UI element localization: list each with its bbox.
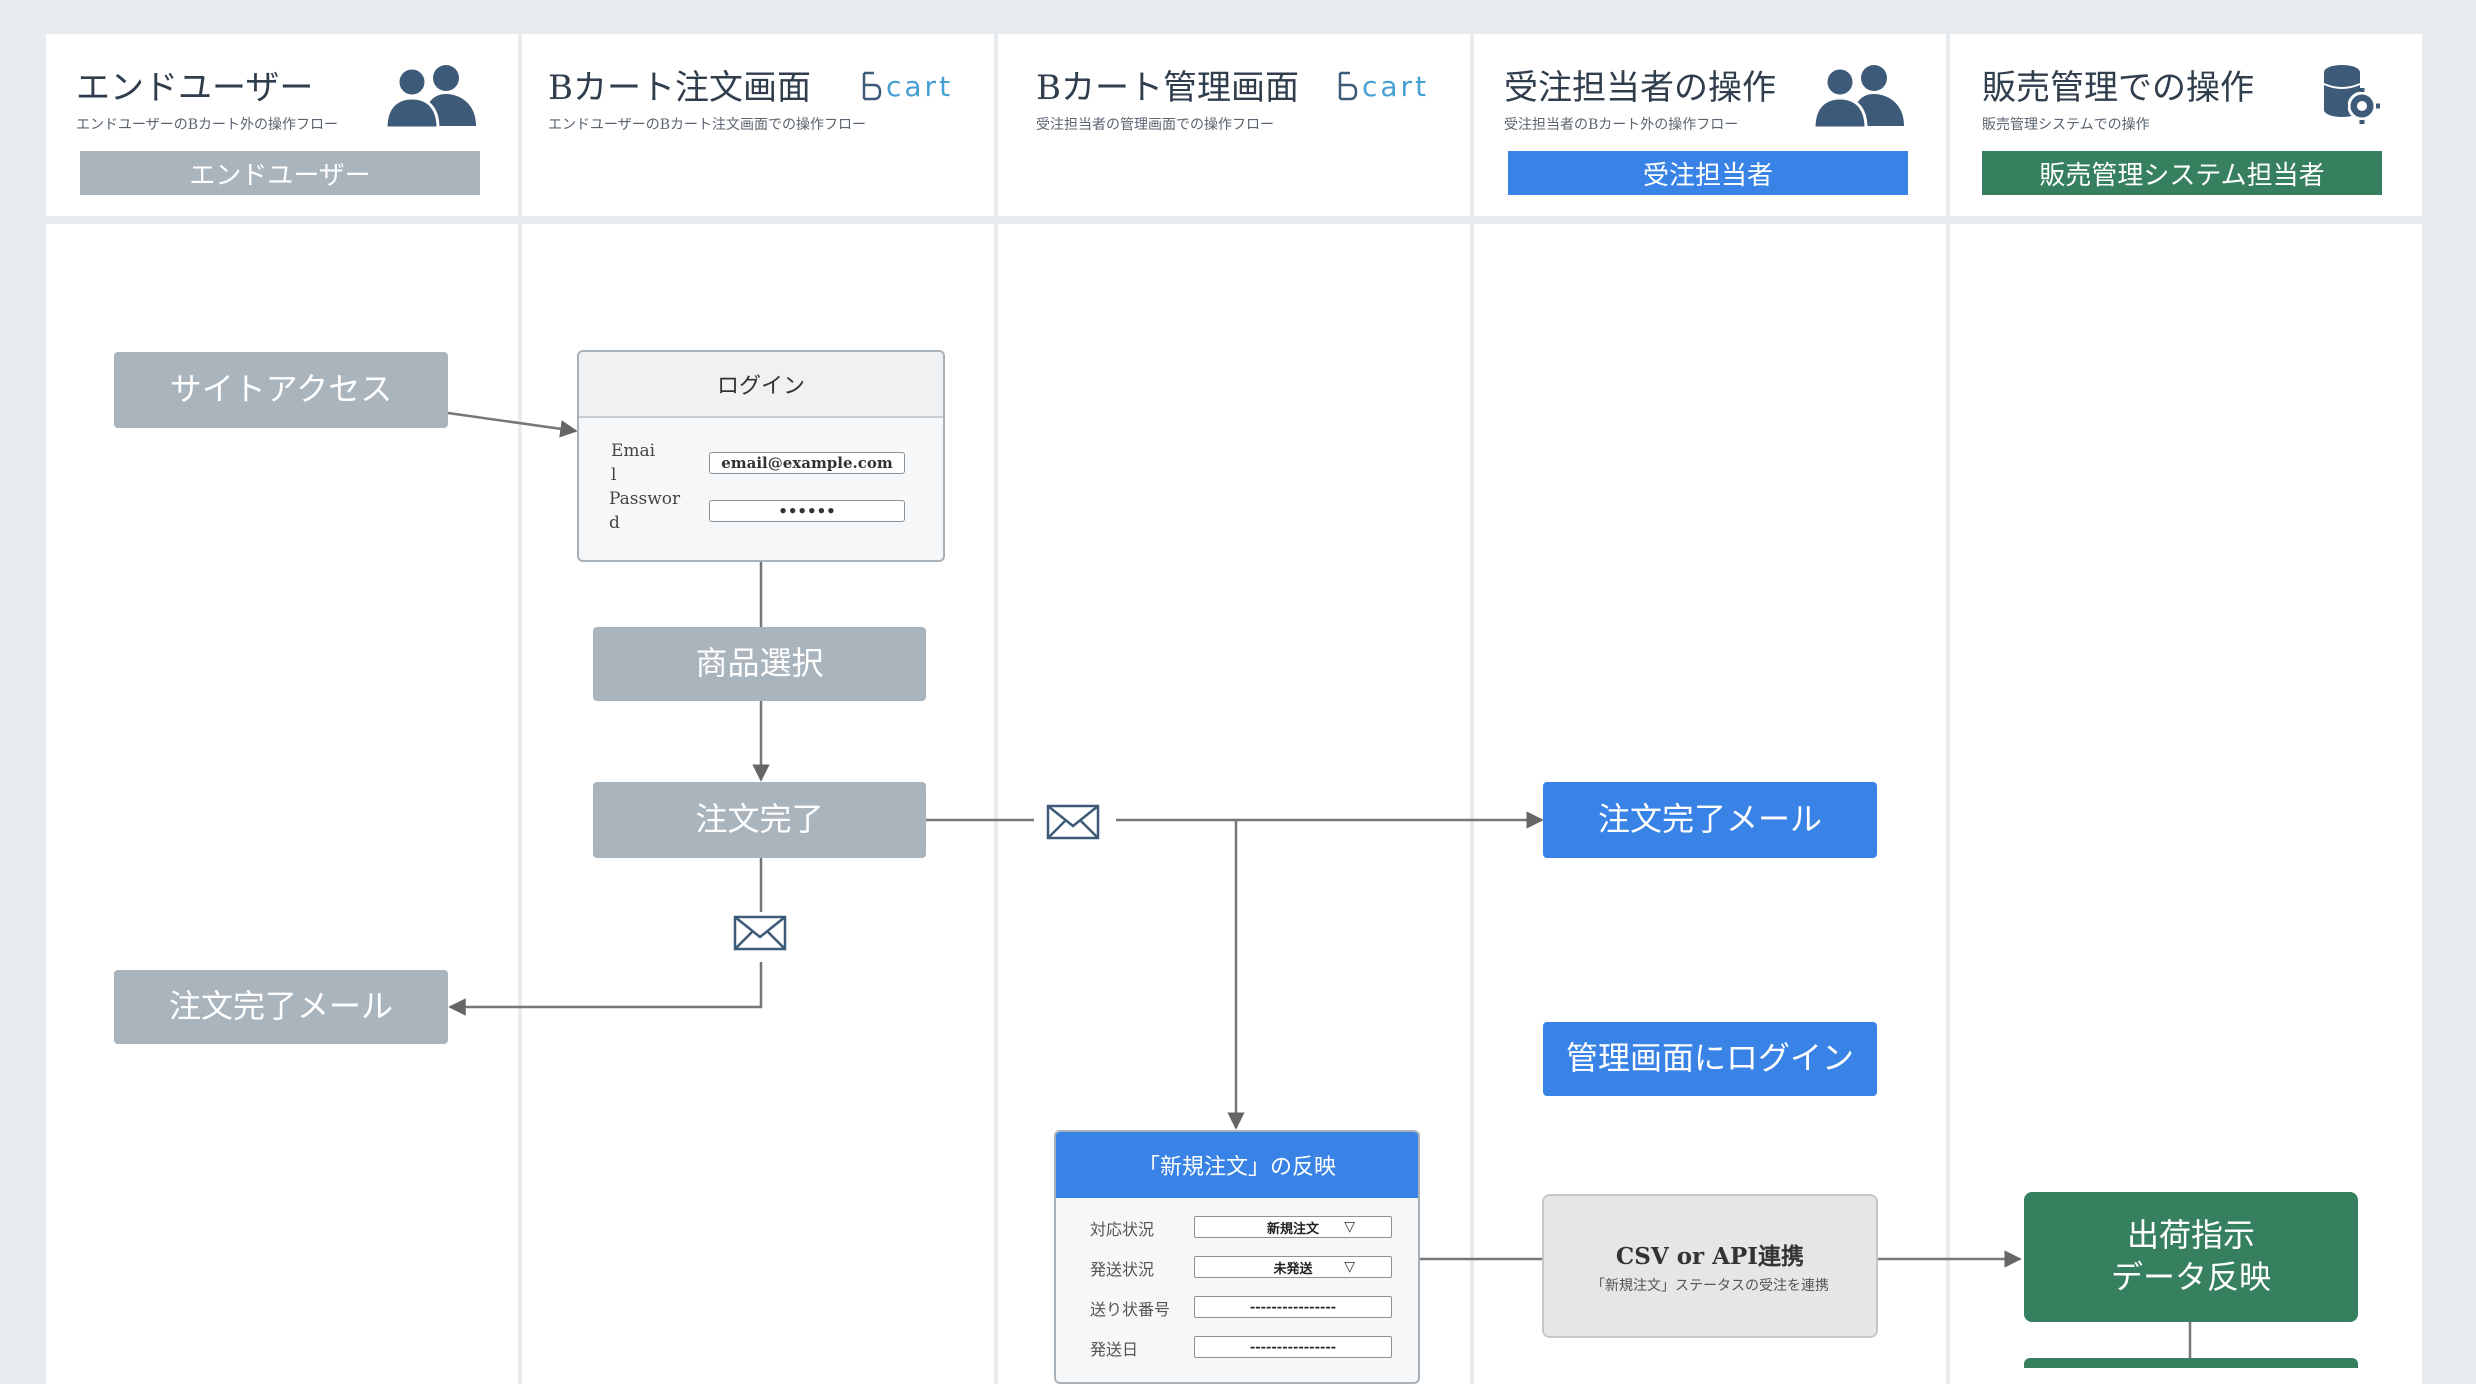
chevron-down-icon: ▽ xyxy=(1344,1219,1355,1235)
status-row-label: 発送日 xyxy=(1090,1340,1139,1359)
shipping-data-line2: データ反映 xyxy=(2110,1258,2271,1296)
shipping-status-select[interactable]: 未発送 ▽ xyxy=(1194,1256,1392,1278)
response-status-value: 新規注文 xyxy=(1266,1221,1319,1237)
bcart-logo: cart xyxy=(1338,66,1430,106)
shipping-status-value: 未発送 xyxy=(1273,1261,1313,1277)
lane-subtitle: エンドユーザーのBカート外の操作フロー xyxy=(76,117,339,133)
order-complete-node: 注文完了 xyxy=(593,782,926,858)
lane-subtitle: エンドユーザーのBカート注文画面での操作フロー xyxy=(548,117,867,133)
lane-header-end-user: エンドユーザー エンドユーザーのBカート外の操作フロー エンドユーザー xyxy=(46,34,518,216)
status-row-label: 対応状況 xyxy=(1090,1220,1155,1239)
shipping-data-node: 出荷指示 データ反映 xyxy=(2024,1192,2358,1322)
bcart-logo-text: cart xyxy=(1362,69,1430,103)
csv-api-title: CSV or API連携 xyxy=(1615,1243,1805,1270)
bcart-logo-mark xyxy=(862,71,882,101)
next-step-box-partial xyxy=(2024,1358,2358,1368)
mail-icon xyxy=(1046,804,1100,840)
users-icon xyxy=(1814,65,1904,128)
lane-header-order-staff: 受注担当者の操作 受注担当者のBカート外の操作フロー 受注担当者 xyxy=(1474,34,1946,216)
status-row-label: 発送状況 xyxy=(1090,1260,1155,1279)
password-label: Passwor d xyxy=(609,488,680,536)
lane-subtitle: 受注担当者のBカート外の操作フロー xyxy=(1504,117,1739,133)
lane-header-sales-system: 販売管理での操作 販売管理システムでの操作 販売管理システム担当者 xyxy=(1950,34,2422,216)
lane-title: Bカート管理画面 xyxy=(1036,68,1299,108)
ship-date-field[interactable]: ---------------- xyxy=(1194,1336,1392,1358)
login-form-title: ログイン xyxy=(579,352,943,418)
password-label-line2: d xyxy=(609,512,620,533)
lane-header-order-screen: Bカート注文画面 エンドユーザーのBカート注文画面での操作フロー cart xyxy=(522,34,994,216)
lane-header-admin-screen: Bカート管理画面 受注担当者の管理画面での操作フロー cart xyxy=(998,34,1470,216)
connector-to-user-mail xyxy=(448,962,763,1016)
connector-site-to-login xyxy=(447,411,578,438)
response-status-select[interactable]: 新規注文 ▽ xyxy=(1194,1216,1392,1238)
email-label-line1: Emai xyxy=(611,441,656,461)
shipping-data-line1: 出荷指示 xyxy=(2126,1216,2255,1255)
password-label-line1: Passwor xyxy=(609,489,681,509)
status-panel-title: 「新規注文」の反映 xyxy=(1056,1132,1418,1198)
product-select-node: 商品選択 xyxy=(593,627,926,701)
csv-api-subtitle: 「新規注文」ステータスの受注を連携 xyxy=(1591,1278,1829,1294)
status-row-label: 送り状番号 xyxy=(1090,1300,1171,1319)
order-mail-staff-node: 注文完了メール xyxy=(1543,782,1877,858)
lane-title: 販売管理での操作 xyxy=(1982,68,2254,108)
site-access-node: サイトアクセス xyxy=(114,352,448,428)
new-order-status-panel: 「新規注文」の反映 対応状況 新規注文 ▽ 発送状況 未発送 ▽ 送り状番号 -… xyxy=(1054,1130,1420,1384)
admin-login-node: 管理画面にログイン xyxy=(1543,1022,1877,1096)
role-badge: 販売管理システム担当者 xyxy=(1982,151,2382,195)
email-label-line2: l xyxy=(611,464,617,485)
email-label: Emai l xyxy=(611,440,655,488)
role-badge: 受注担当者 xyxy=(1508,151,1908,195)
login-form-panel: ログイン Emai l email@example.com Passwor d … xyxy=(577,350,945,562)
email-field[interactable]: email@example.com xyxy=(709,452,905,474)
mail-icon xyxy=(733,915,787,951)
password-field[interactable]: •••••• xyxy=(709,500,905,522)
chevron-down-icon: ▽ xyxy=(1344,1259,1355,1275)
lane-body-sales-system xyxy=(1950,224,2422,1384)
order-mail-user-node: 注文完了メール xyxy=(114,970,448,1044)
tracking-number-field[interactable]: ---------------- xyxy=(1194,1296,1392,1318)
lane-title: エンドユーザー xyxy=(76,68,314,108)
lane-title: Bカート注文画面 xyxy=(548,68,811,108)
lane-title: 受注担当者の操作 xyxy=(1504,68,1776,108)
users-icon xyxy=(386,65,476,128)
bcart-logo: cart xyxy=(862,66,954,106)
bcart-logo-mark xyxy=(1338,71,1358,101)
role-badge: エンドユーザー xyxy=(80,151,480,195)
lane-subtitle: 受注担当者の管理画面での操作フロー xyxy=(1036,117,1274,133)
bcart-logo-text: cart xyxy=(886,69,954,103)
csv-api-node: CSV or API連携 「新規注文」ステータスの受注を連携 xyxy=(1542,1194,1878,1338)
database-gear-icon xyxy=(2323,65,2380,124)
lane-subtitle: 販売管理システムでの操作 xyxy=(1982,117,2150,133)
